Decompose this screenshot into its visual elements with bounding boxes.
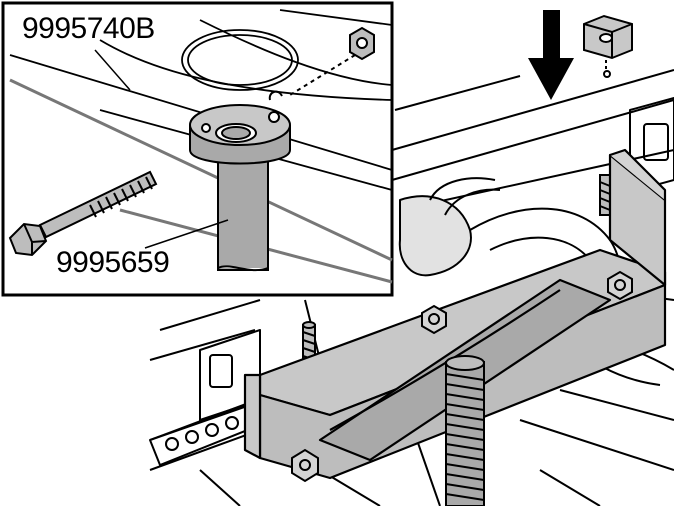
bracket-nut-rear (607, 270, 633, 301)
arrow-down-icon (528, 10, 574, 100)
stud-bolt-right (599, 174, 611, 216)
long-bolt (8, 170, 158, 257)
part-number-label-upper: 9995740B (22, 12, 155, 45)
nut-icon (583, 14, 633, 78)
part-number-label-lower: 9995659 (56, 246, 170, 279)
adapter-disc (189, 90, 291, 165)
leader-lines (94, 49, 229, 249)
bracket-nut-front (291, 448, 319, 483)
tool-post (217, 150, 269, 272)
detail-inset (1, 1, 394, 297)
inset-nut-icon (289, 26, 375, 96)
threaded-spindle (445, 355, 485, 507)
bracket-nut-middle (421, 304, 447, 335)
